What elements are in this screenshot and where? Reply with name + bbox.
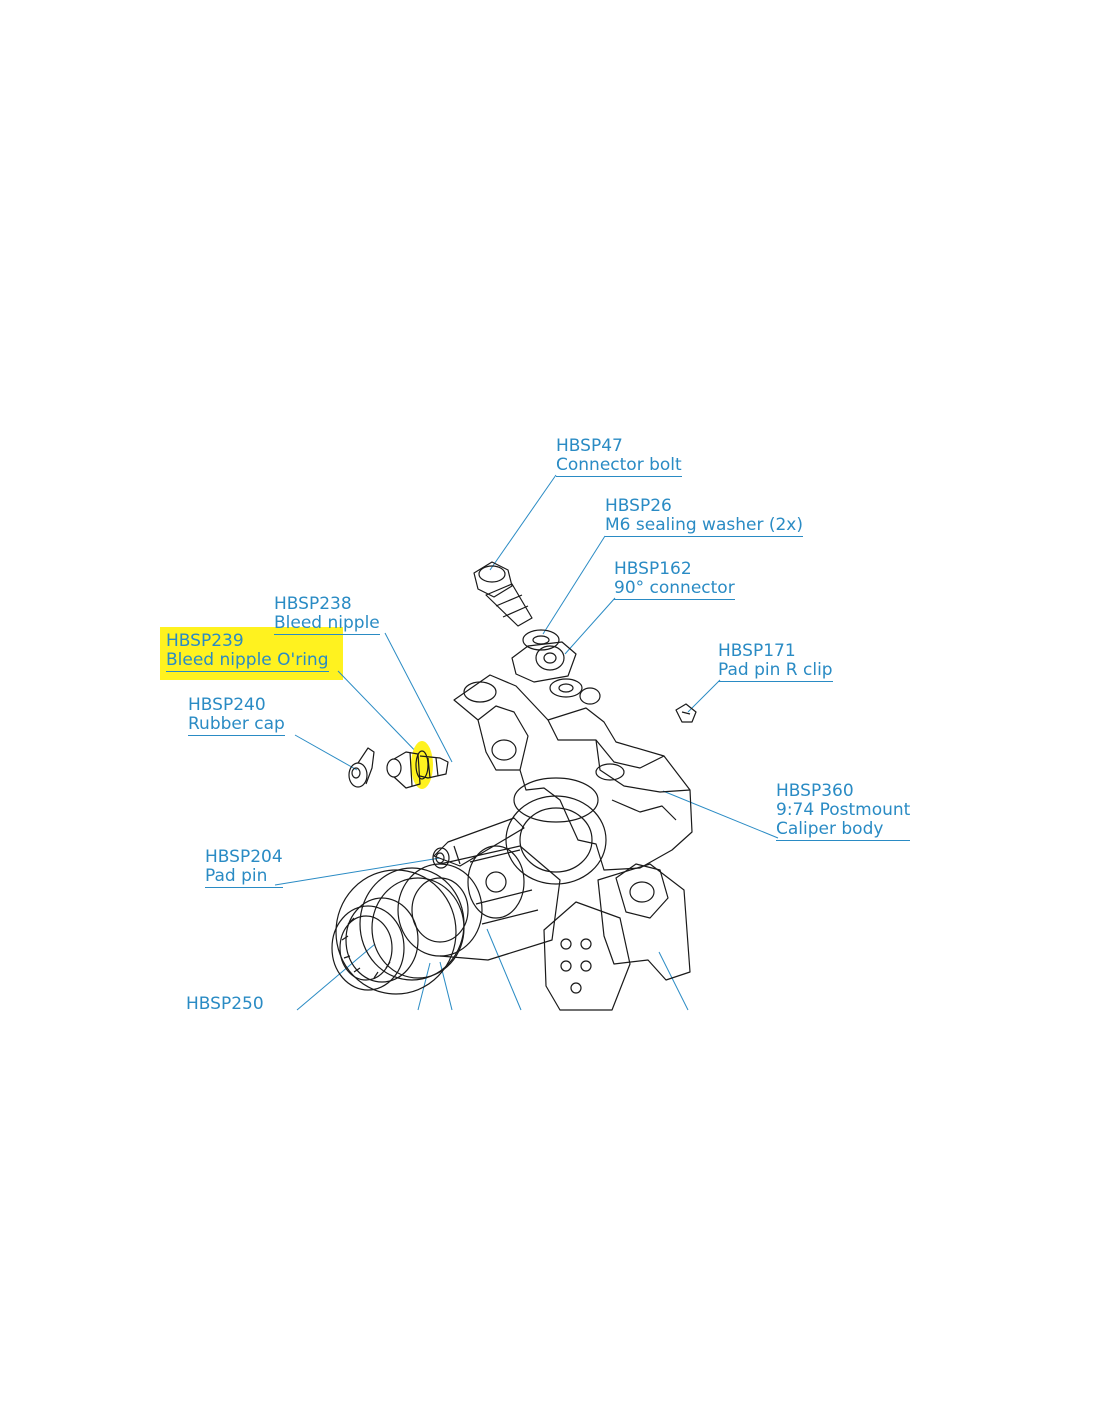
- part-number: HBSP171: [718, 641, 796, 661]
- sealing-washer-1: [522, 629, 560, 651]
- part-description: Connector bolt: [556, 455, 682, 477]
- leader-hbsp238: [384, 632, 453, 763]
- callout-hbsp238: HBSP238 Bleed nipple: [274, 595, 380, 635]
- leader-hbsp360: [662, 790, 779, 839]
- callout-hbsp26: HBSP26 M6 sealing washer (2x): [605, 497, 803, 537]
- sealing-washer-2: [549, 678, 583, 698]
- bleed-nipple: [386, 750, 449, 789]
- part-description: Bleed nipple: [274, 613, 380, 635]
- leader-pad: [658, 951, 689, 1011]
- callout-hbsp360: HBSP360 9:74 Postmount Caliper body: [776, 781, 911, 841]
- brake-pad-rear: [597, 863, 691, 981]
- part-number: HBSP240: [188, 695, 266, 715]
- leader-hbsp162: [564, 597, 616, 655]
- leader-hbsp47: [489, 474, 557, 571]
- leader-piston: [486, 928, 522, 1011]
- callout-hbsp162: HBSP162 90° connector: [614, 560, 735, 600]
- dust-seal-ring: [335, 869, 457, 995]
- part-description: Pad pin R clip: [718, 660, 833, 682]
- callout-hbsp239: HBSP239 Bleed nipple O'ring: [166, 632, 329, 672]
- callout-hbsp171: HBSP171 Pad pin R clip: [718, 642, 833, 682]
- connector-bolt: [473, 561, 533, 627]
- leader-hbsp239: [337, 670, 425, 761]
- brake-pad-front: [543, 901, 631, 1011]
- part-number: HBSP239: [166, 631, 244, 651]
- part-number: HBSP238: [274, 594, 352, 614]
- callout-hbsp240: HBSP240 Rubber cap: [188, 696, 285, 736]
- part-number: HBSP204: [205, 847, 283, 867]
- highlight-oring: [411, 741, 433, 789]
- leader-hbsp250: [296, 943, 376, 1011]
- leader-hbsp204: [274, 857, 441, 886]
- leader-hbsp26: [542, 535, 606, 635]
- part-description: 9:74 Postmount: [776, 800, 911, 820]
- pad-pin-r-clip: [675, 703, 697, 723]
- pad-pin: [432, 817, 525, 869]
- callout-hbsp204: HBSP204 Pad pin: [205, 848, 283, 888]
- rubber-cap: [348, 747, 375, 788]
- part-description: 90° connector: [614, 578, 735, 600]
- part-description: Rubber cap: [188, 714, 285, 736]
- part-description: Pad pin: [205, 867, 283, 888]
- piston-seal-ring: [359, 867, 465, 981]
- leader-hbsp240: [294, 734, 358, 771]
- callout-hbsp250: HBSP250: [186, 995, 264, 1014]
- ninety-degree-connector: [511, 641, 577, 683]
- leader-hbsp171: [687, 679, 721, 713]
- piston: [397, 845, 561, 961]
- part-description: M6 sealing washer (2x): [605, 515, 803, 537]
- part-number: HBSP47: [556, 436, 623, 456]
- piston-cover-ring: [331, 897, 419, 991]
- part-description: Bleed nipple O'ring: [166, 650, 329, 672]
- leader-ring-b: [439, 961, 453, 1011]
- callout-hbsp47: HBSP47 Connector bolt: [556, 437, 682, 477]
- part-number: HBSP26: [605, 496, 672, 516]
- caliper-body: [453, 674, 693, 919]
- part-number: HBSP250: [186, 994, 264, 1014]
- part-number: HBSP162: [614, 559, 692, 579]
- part-description-2: Caliper body: [776, 820, 911, 841]
- part-number: HBSP360: [776, 781, 854, 801]
